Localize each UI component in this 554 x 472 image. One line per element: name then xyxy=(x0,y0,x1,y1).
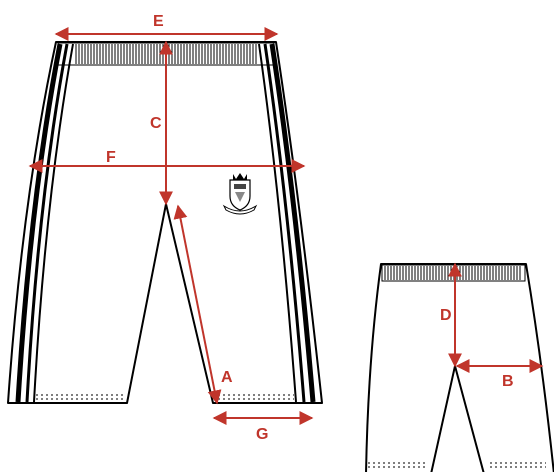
dimension-d-label: D xyxy=(440,307,452,324)
dimension-a-label: A xyxy=(221,369,233,386)
dimension-f-label: F xyxy=(106,149,116,166)
coat-of-arms-icon xyxy=(222,173,258,215)
dimension-b-label: B xyxy=(502,373,514,390)
shorts-front-right-stripes xyxy=(258,43,316,403)
shorts-side-view xyxy=(365,263,554,472)
shorts-side-outline xyxy=(365,263,554,472)
dimension-g-label: G xyxy=(256,426,268,443)
dimension-c-label: C xyxy=(150,115,162,132)
dimension-e-label: E xyxy=(153,13,164,30)
shorts-front-left-stripes xyxy=(15,43,74,403)
dimension-a-arrow xyxy=(173,204,222,405)
